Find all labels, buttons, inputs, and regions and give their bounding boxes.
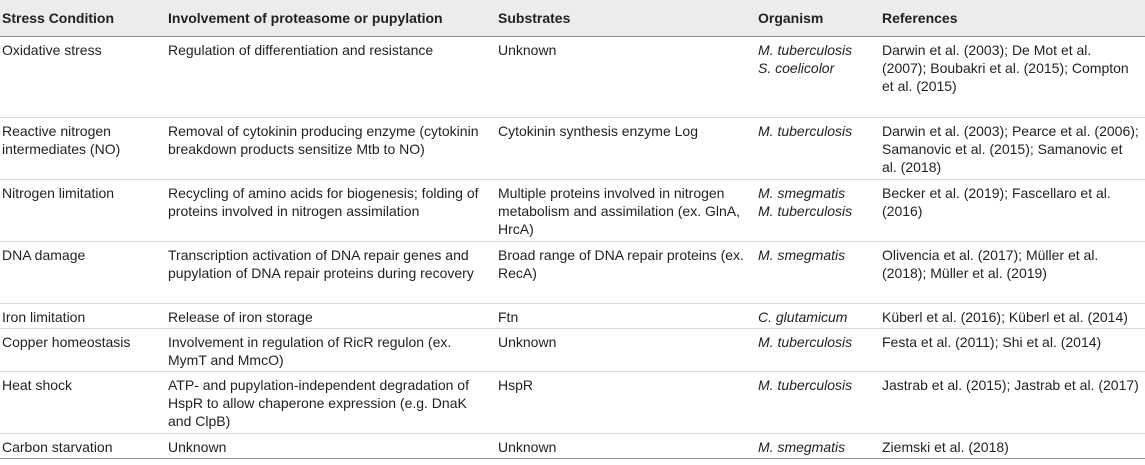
cell-involvement: ATP- and pupylation-independent degradat…: [168, 377, 469, 429]
table-row: Carbon starvation Unknown Unknown M. sme…: [0, 434, 1145, 459]
cell-involvement: Involvement in regulation of RicR regulo…: [168, 334, 452, 368]
organism-name: M. smegmatis: [758, 185, 846, 201]
organism-name: M. tuberculosis: [758, 123, 853, 139]
cell-condition: Oxidative stress: [2, 42, 102, 58]
organism-name: M. smegmatis: [758, 439, 846, 455]
header-references: References: [880, 0, 1145, 37]
cell-references: Ziemski et al. (2018): [882, 439, 1009, 455]
header-organism: Organism: [756, 0, 880, 37]
table-row: Copper homeostasis Involvement in regula…: [0, 329, 1145, 372]
table-row: Heat shock ATP- and pupylation-independe…: [0, 372, 1145, 434]
cell-condition: Nitrogen limitation: [2, 185, 115, 201]
organism-name: M. tuberculosis: [758, 42, 853, 58]
cell-substrates: Unknown: [498, 334, 557, 350]
cell-organism: M. tuberculosis: [756, 372, 880, 434]
cell-references: Darwin et al. (2003); Pearce et al. (200…: [882, 123, 1139, 175]
cell-substrates: Unknown: [498, 42, 557, 58]
cell-condition: Heat shock: [2, 377, 73, 393]
organism-name: M. smegmatis: [758, 247, 846, 263]
cell-organism: M. smegmatis: [756, 242, 880, 304]
table-row: Reactive nitrogen intermediates (NO) Rem…: [0, 118, 1145, 180]
cell-substrates: Ftn: [498, 309, 519, 325]
cell-organism: M. tuberculosis: [756, 329, 880, 372]
cell-substrates: Broad range of DNA repair proteins (ex. …: [498, 247, 744, 281]
cell-organism: M. tuberculosis: [756, 118, 880, 180]
cell-references: Jastrab et al. (2015); Jastrab et al. (2…: [882, 377, 1139, 393]
cell-involvement: Removal of cytokinin producing enzyme (c…: [168, 123, 479, 157]
header-involvement: Involvement of proteasome or pupylation: [166, 0, 496, 37]
cell-condition: DNA damage: [2, 247, 86, 263]
cell-organism: C. glutamicum: [756, 304, 880, 329]
table-header-row: Stress Condition Involvement of proteaso…: [0, 0, 1145, 37]
cell-substrates: Cytokinin synthesis enzyme Log: [498, 123, 698, 139]
cell-involvement: Regulation of differentiation and resist…: [168, 42, 434, 58]
cell-condition: Copper homeostasis: [2, 334, 131, 350]
cell-references: Olivencia et al. (2017); Müller et al. (…: [882, 247, 1099, 281]
cell-condition: Iron limitation: [2, 309, 86, 325]
cell-condition: Reactive nitrogen intermediates (NO): [2, 123, 121, 157]
cell-condition: Carbon starvation: [2, 439, 113, 455]
header-stress-condition: Stress Condition: [0, 0, 166, 37]
cell-references: Becker et al. (2019); Fascellaro et al. …: [882, 185, 1111, 219]
cell-references: Festa et al. (2011); Shi et al. (2014): [882, 334, 1102, 350]
header-substrates: Substrates: [496, 0, 756, 37]
cell-involvement: Unknown: [168, 439, 227, 455]
organism-name: M. tuberculosis: [758, 203, 853, 219]
cell-involvement: Transcription activation of DNA repair g…: [168, 247, 474, 281]
cell-organism: M. smegmatis M. tuberculosis: [756, 180, 880, 242]
cell-organism: M. smegmatis: [756, 434, 880, 459]
table-row: Nitrogen limitation Recycling of amino a…: [0, 180, 1145, 242]
cell-involvement: Recycling of amino acids for biogenesis;…: [168, 185, 479, 219]
organism-name: M. tuberculosis: [758, 334, 853, 350]
table-row: Iron limitation Release of iron storage …: [0, 304, 1145, 329]
cell-substrates: Unknown: [498, 439, 557, 455]
cell-substrates: Multiple proteins involved in nitrogen m…: [498, 185, 740, 237]
cell-involvement: Release of iron storage: [168, 309, 313, 325]
cell-organism: M. tuberculosis S. coelicolor: [756, 37, 880, 118]
organism-name: C. glutamicum: [758, 309, 848, 325]
cell-references: Küberl et al. (2016); Küberl et al. (201…: [882, 309, 1128, 325]
cell-references: Darwin et al. (2003); De Mot et al. (200…: [882, 42, 1129, 94]
table-row: DNA damage Transcription activation of D…: [0, 242, 1145, 304]
organism-name: S. coelicolor: [758, 60, 835, 76]
table-row: Oxidative stress Regulation of different…: [0, 37, 1145, 118]
cell-substrates: HspR: [498, 377, 534, 393]
organism-name: M. tuberculosis: [758, 377, 853, 393]
